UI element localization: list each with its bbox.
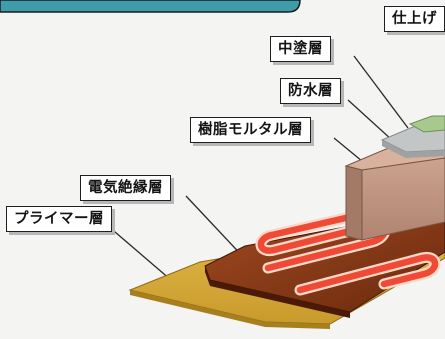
resin-mortar-layer bbox=[345, 165, 363, 241]
electric-insulation-edge bbox=[205, 266, 350, 318]
header-banner bbox=[0, 0, 301, 13]
finish-layer bbox=[408, 115, 445, 133]
label-primer: プライマー層 bbox=[6, 206, 112, 232]
resin-mortar-front bbox=[361, 157, 445, 241]
primer-layer-edge bbox=[130, 290, 330, 329]
label-electric-insulation: 電気絶縁層 bbox=[80, 175, 171, 201]
label-finish: 仕上げ bbox=[384, 6, 445, 32]
label-resin-mortar: 樹脂モルタル層 bbox=[190, 117, 311, 143]
label-middle-coat: 中塗層 bbox=[270, 36, 331, 62]
label-waterproof: 防水層 bbox=[280, 78, 341, 104]
waterproof-edge bbox=[382, 140, 445, 158]
